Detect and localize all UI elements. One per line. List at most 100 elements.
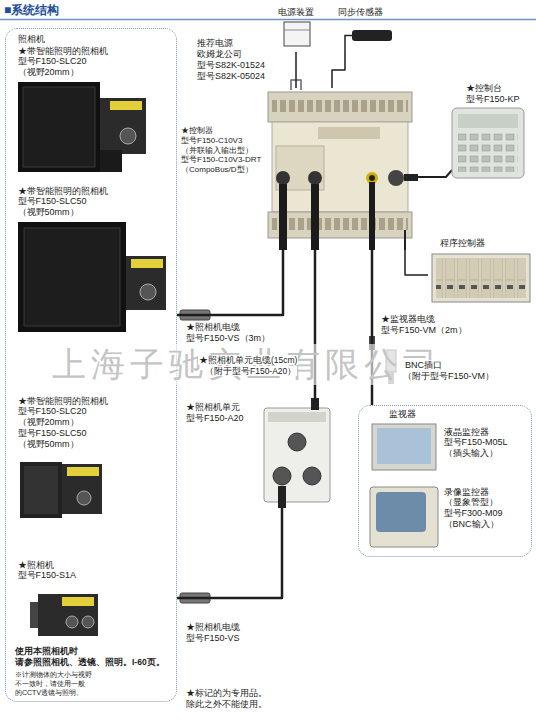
node-text: ★控制器: [181, 126, 213, 136]
crt-monitor: [370, 487, 438, 547]
node-text: 型号F150-SLC50: [18, 196, 87, 207]
text-column: ★带智能照明的照相机型号F150-SLC20（视野20mm）: [14, 46, 169, 79]
text-column: ★照相机单元型号F150-A20: [183, 398, 333, 424]
node-text: ★带智能照明的照相机: [18, 396, 108, 407]
lighting-camera: [77, 491, 91, 505]
cable-connector: [177, 250, 283, 315]
callout-label: 的CCTV透镜与照明。: [14, 689, 84, 697]
lighting-camera: [18, 222, 166, 332]
monitor-item: 录像监控器（显象管型）型号F300-M09（BNC输入）: [366, 483, 526, 553]
callout-label: 欧姆龙公司: [196, 49, 243, 60]
lighting-camera: [18, 222, 126, 332]
node-text: 同步传感器: [338, 7, 383, 18]
text-column: ★照相机型号F150-S1A: [14, 560, 169, 582]
plc-item: 程序控制器: [428, 236, 532, 306]
callout-label: ※计测物体的大小与视野: [14, 671, 93, 679]
callout-label: 型号F150-VM（2m）: [380, 325, 468, 336]
node-text: 照相机: [18, 34, 45, 45]
console-unit: [440, 108, 524, 178]
crt-monitor: [376, 492, 426, 532]
node-text: 型号F150-S1A: [18, 570, 77, 581]
node-text: （显象管型）: [444, 497, 498, 508]
sync-sensor: [352, 30, 392, 41]
controller-unit: [268, 92, 412, 122]
text-column: 监视器: [359, 406, 531, 420]
node-text: 程序控制器: [440, 238, 485, 249]
lighting-camera: [67, 467, 99, 476]
sync-sensor: [345, 36, 352, 53]
camera-unit: [264, 398, 330, 508]
node-text: （视野50mm）: [18, 439, 79, 450]
plc-unit: [432, 254, 530, 302]
lighting-camera: [23, 87, 95, 167]
node-text: （并联输入输出型）: [181, 146, 253, 156]
camera-unit-item: ★照相机单元型号F150-A20: [183, 398, 333, 508]
node-text: （插头输入）: [444, 448, 498, 459]
node-text: （视野20mm）: [18, 417, 79, 428]
title-rule: [0, 19, 536, 21]
camera-item: ★带智能照明的照相机型号F150-SLC50（视野50mm）: [14, 186, 169, 336]
callout-label: ★照相机电缆: [185, 622, 241, 633]
console-unit: [458, 114, 518, 128]
callout-label: ★照相机电缆: [185, 322, 241, 333]
camera-unit: [273, 467, 291, 485]
controller-unit: [272, 218, 408, 230]
controller-unit: [279, 184, 287, 250]
crt-monitor: [370, 487, 438, 547]
camera-unit: [288, 433, 306, 451]
node-text: 型号F150-KP: [466, 94, 520, 105]
callout-label: ★照相机单元电缆(15cm): [198, 355, 298, 365]
node-text: ★带智能照明的照相机: [18, 186, 108, 197]
lighting-camera: [131, 259, 163, 268]
text-column: ★控制器型号F150-C10V3（并联输入输出型）型号F150-C10V3-DR…: [178, 88, 418, 175]
monitor-item: 液晶监控器型号F150-M05L（插头输入）: [366, 421, 526, 479]
group-region: 监视器液晶监控器型号F150-M05L（插头输入）录像监控器（显象管型）型号F3…: [358, 405, 532, 557]
callout-label: ★标记的为专用品。: [185, 688, 268, 699]
callout-label: ★监视器电缆: [380, 314, 436, 325]
text-column: 电源装置: [272, 4, 328, 18]
power-supply: [284, 30, 310, 31]
callout-label: BNC插口: [404, 360, 443, 371]
controller-unit: [272, 100, 408, 112]
lighting-camera: [24, 466, 58, 514]
controller-unit: [404, 174, 418, 181]
controller-item: ★控制器型号F150-C10V3（并联输入输出型）型号F150-C10V3-DR…: [178, 88, 418, 250]
controller-unit: [369, 175, 375, 181]
title-rule: [0, 19, 536, 20]
node-text: 型号F150-C10V3-DRT: [181, 155, 261, 165]
node-text: 型号F150-C10V3: [181, 136, 242, 146]
power-item: 电源装置: [272, 4, 328, 52]
node-text: 录像监控器: [444, 487, 489, 498]
lighting-camera: [100, 98, 146, 154]
node-text: 型号F150-M05L: [444, 437, 508, 448]
camera: [82, 616, 94, 628]
callout-label: 使用本照相机时: [14, 646, 79, 656]
callout-label: 型号F150-VS（3m）: [185, 333, 271, 344]
lighting-camera: [120, 128, 136, 144]
node-text: 型号F150-SLC20: [18, 56, 87, 67]
callout-label: 型号S82K-05024: [196, 71, 266, 82]
sync-sensor: [345, 30, 392, 52]
lcd-monitor: [372, 424, 436, 470]
cable-connector: [405, 250, 428, 275]
node-text: ★控制台: [466, 83, 502, 94]
lighting-camera: [100, 150, 122, 172]
callout-label: （附于型号F150-A20）: [204, 366, 297, 376]
node-text: （视野20mm）: [18, 67, 79, 78]
camera: [30, 594, 98, 636]
controller-unit: [311, 184, 319, 250]
callout-label: 型号S82K-01524: [196, 60, 266, 71]
controller-unit: [308, 171, 322, 185]
sensor-item: 同步传感器: [332, 4, 398, 52]
cable-connector: [332, 52, 345, 88]
callout-label: 请参照照相机、透镜、照明。I-60页。: [14, 657, 166, 667]
controller-unit: [276, 146, 324, 190]
cable-connector: [418, 176, 440, 178]
node-text: 型号F150-SLC20: [18, 406, 87, 417]
node-text: 型号F150-A20: [186, 413, 244, 424]
node-text: 型号F150-SLC50: [18, 428, 87, 439]
text-column: 同步传感器: [332, 4, 398, 18]
node-text: （视野50mm）: [18, 207, 79, 218]
controller-unit: [318, 127, 380, 139]
